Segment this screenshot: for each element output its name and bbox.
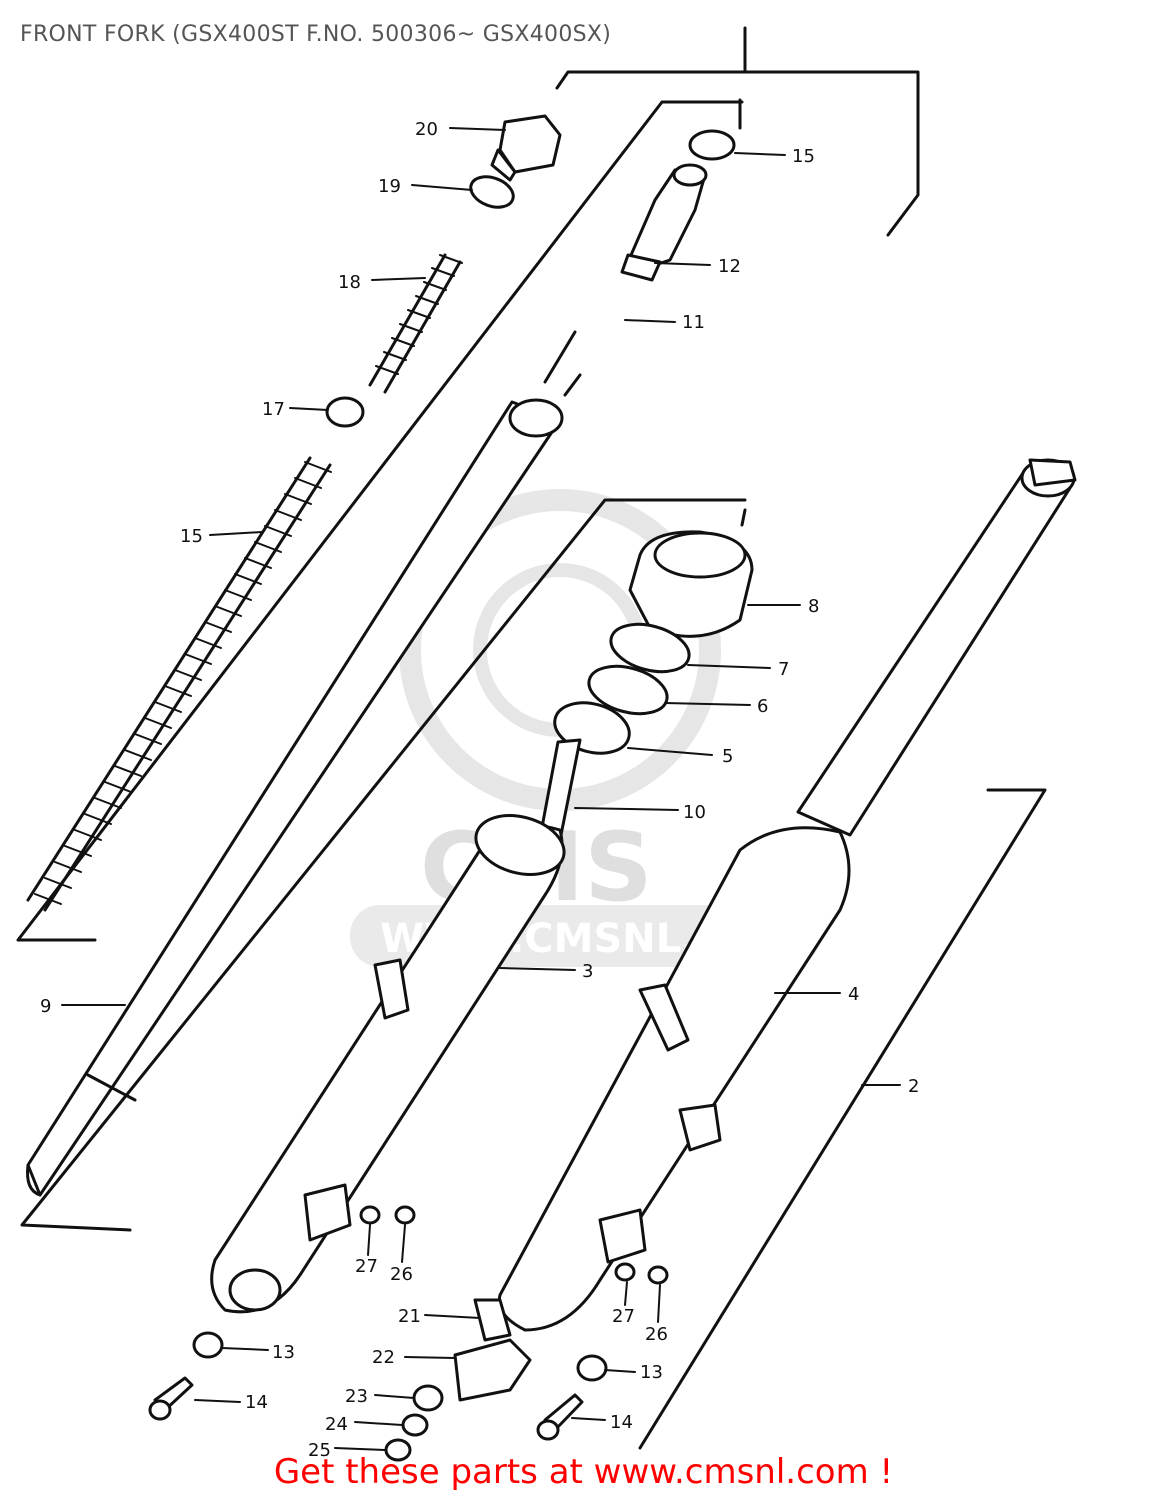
label-21: 21 <box>398 1306 421 1327</box>
label-8: 8 <box>808 596 819 617</box>
label-2: 2 <box>908 1076 919 1097</box>
label-14-right: 14 <box>610 1412 633 1433</box>
label-26-left: 26 <box>390 1264 413 1285</box>
label-17: 17 <box>262 399 285 420</box>
washer-part-24 <box>401 1413 429 1437</box>
footer-parts-link-banner[interactable]: Get these parts at www.cmsnl.com ! <box>0 1452 1167 1492</box>
label-22: 22 <box>372 1347 395 1368</box>
label-14-left: 14 <box>245 1392 268 1413</box>
label-18: 18 <box>338 272 361 293</box>
axle-holder-parts <box>453 1298 532 1402</box>
group-bracket-lines <box>16 26 1047 1450</box>
nut-and-bolt-left <box>148 1331 224 1421</box>
label-19: 19 <box>378 176 401 197</box>
label-25: 25 <box>308 1440 331 1461</box>
label-27-right: 27 <box>612 1306 635 1327</box>
label-13-left: 13 <box>272 1342 295 1363</box>
label-5: 5 <box>722 746 733 767</box>
inner-tube-part-9 <box>26 398 564 1197</box>
footer-parts-link[interactable]: Get these parts at www.cmsnl.com ! <box>273 1452 894 1492</box>
label-6: 6 <box>757 696 768 717</box>
drain-screw-and-gasket-right <box>614 1262 669 1285</box>
label-7: 7 <box>778 659 789 680</box>
diagram-title: FRONT FORK (GSX400ST F.NO. 500306~ GSX40… <box>20 22 612 47</box>
oil-seal-retainer-part-6 <box>587 664 669 716</box>
label-13-right: 13 <box>640 1362 663 1383</box>
label-27-left: 27 <box>355 1256 378 1277</box>
label-11: 11 <box>682 312 705 333</box>
label-15-seat: 15 <box>792 146 815 167</box>
label-26-right: 26 <box>645 1324 668 1345</box>
drain-screw-and-gasket-left <box>359 1205 416 1225</box>
leader-lines <box>61 127 901 1451</box>
label-9: 9 <box>40 996 51 1017</box>
cap-bolt-part-20 <box>490 114 562 182</box>
label-4: 4 <box>848 984 859 1005</box>
washer-part-23 <box>412 1384 444 1412</box>
dust-seal-part-8 <box>628 530 754 638</box>
label-20: 20 <box>415 119 438 140</box>
outer-tube-part-2 <box>497 826 851 1332</box>
label-24: 24 <box>325 1414 348 1435</box>
nut-and-bolt-right <box>536 1354 608 1441</box>
label-23: 23 <box>345 1386 368 1407</box>
label-10: 10 <box>683 802 706 823</box>
o-ring-part-19 <box>469 175 515 209</box>
part-number-labels: 20 19 18 17 15 15 12 11 9 8 7 6 5 10 3 4… <box>40 119 919 1461</box>
cylinder-seat-part-15 <box>688 129 736 161</box>
label-12: 12 <box>718 256 741 277</box>
fork-spring-part-15 <box>26 456 332 912</box>
stopper-ring-part-7 <box>609 622 691 674</box>
washer-part-17 <box>325 396 365 428</box>
inner-tube-part-4 <box>796 458 1077 837</box>
outer-tube-part-3 <box>210 814 566 1314</box>
label-15-spring: 15 <box>180 526 203 547</box>
label-3: 3 <box>582 961 593 982</box>
damper-rod-part-11 <box>620 163 708 282</box>
spacer-spring-part-18 <box>368 253 463 394</box>
